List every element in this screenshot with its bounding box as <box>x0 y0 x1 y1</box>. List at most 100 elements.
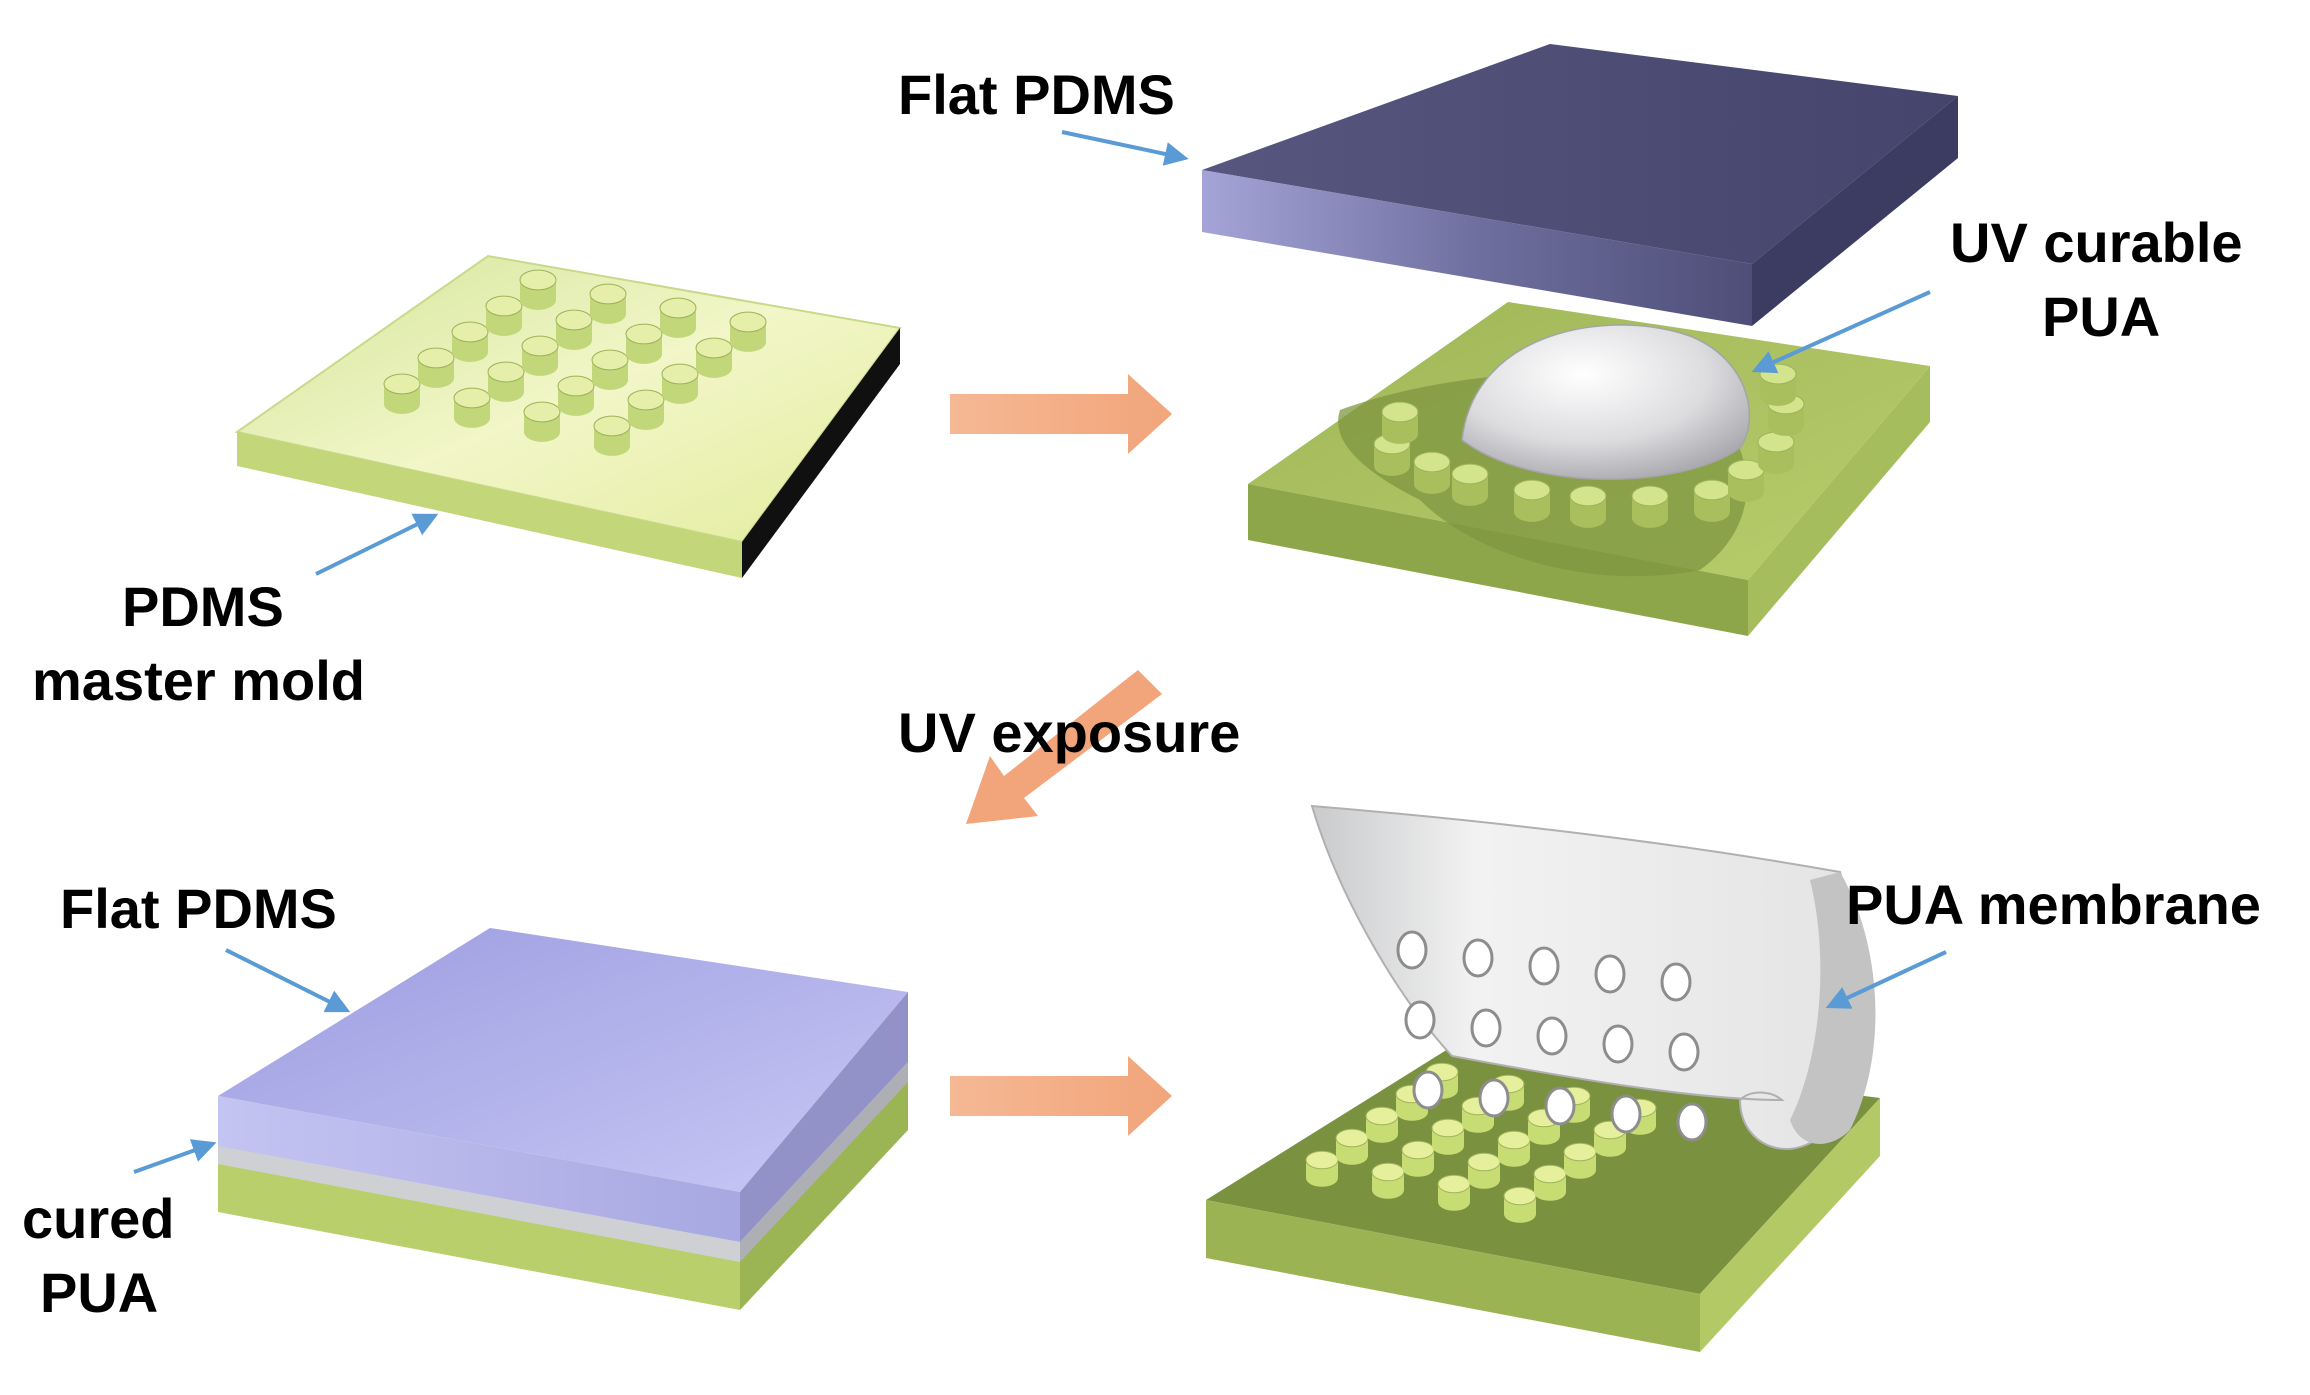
pointer-cured-pua <box>133 1139 217 1174</box>
membrane-hole <box>1478 1078 1510 1118</box>
pillar <box>589 283 627 324</box>
label-cured-1: cured <box>22 1187 175 1250</box>
pillar <box>627 389 665 430</box>
pillar <box>1381 401 1419 444</box>
stack-pua-side <box>740 1062 908 1262</box>
stack-pdms-front <box>218 1096 740 1242</box>
membrane-hole <box>1470 1008 1502 1048</box>
stack-pdms-side <box>740 992 908 1242</box>
label-pua-membrane: PUA membrane <box>1846 873 2261 936</box>
pillar <box>659 297 697 338</box>
stack-pdms-top <box>218 928 908 1192</box>
pillar <box>591 349 629 390</box>
stack-pua-front <box>218 1144 740 1262</box>
membrane-hole <box>1594 954 1626 994</box>
mold-side-face <box>742 328 900 578</box>
pillar <box>1503 1186 1537 1223</box>
pillar <box>729 311 767 352</box>
flat-pdms-top-slab <box>1202 44 1958 326</box>
pillar <box>519 269 557 310</box>
membrane-hole <box>1528 946 1560 986</box>
pillar <box>1451 463 1489 506</box>
pillar <box>593 415 631 456</box>
pillar <box>1413 451 1451 494</box>
pillar <box>1401 1140 1435 1177</box>
pillar <box>1759 363 1797 406</box>
stack-mold-side <box>740 1076 908 1310</box>
membrane-peel <box>1206 804 1880 1352</box>
membrane-hole <box>1404 1000 1436 1040</box>
process-arrow-2 <box>966 670 1162 824</box>
pillar <box>521 335 559 376</box>
pdms-top-face <box>1202 44 1958 264</box>
mold-pillar-array <box>383 269 767 456</box>
pillar <box>453 387 491 428</box>
pillar <box>557 375 595 416</box>
stack-mold-front <box>218 1158 740 1310</box>
membrane-hole <box>1462 938 1494 978</box>
membrane-hole <box>1676 1102 1708 1142</box>
label-flat-pdms-bottom: Flat PDMS <box>60 877 337 940</box>
pillar <box>1497 1130 1531 1167</box>
pillar <box>451 321 489 362</box>
pointer-master-mold <box>315 513 439 576</box>
mold2-front-face <box>1248 484 1748 636</box>
process-arrow-1 <box>950 374 1172 454</box>
membrane-hole <box>1536 1016 1568 1056</box>
label-uv-exposure: UV exposure <box>898 701 1240 764</box>
pillar <box>1631 485 1669 528</box>
pointer-flat-pdms-bottom <box>225 948 351 1013</box>
pua-membrane-sheet <box>1310 804 1856 1150</box>
label-cured-2: PUA <box>40 1261 158 1324</box>
stacked-sandwich <box>218 928 908 1310</box>
membrane-hole <box>1668 1032 1700 1072</box>
membrane-hole <box>1544 1086 1576 1126</box>
pillar <box>383 373 421 414</box>
label-pdms-master-2: master mold <box>32 649 365 712</box>
mold4-front-face <box>1206 1200 1700 1352</box>
pointer-flat-pdms-top <box>1061 130 1189 166</box>
pillar <box>1467 1152 1501 1189</box>
process-arrow-3 <box>950 1056 1172 1136</box>
pillar <box>555 309 593 350</box>
pillar <box>1437 1174 1471 1211</box>
pillar <box>487 361 525 402</box>
pillar <box>1305 1150 1339 1187</box>
pillar <box>485 295 523 336</box>
membrane-hole <box>1660 962 1692 1002</box>
pointer-uv-curable <box>1751 290 1931 374</box>
pillar <box>1513 479 1551 522</box>
pillar <box>1431 1118 1465 1155</box>
label-uv-curable-2: PUA <box>2042 285 2160 348</box>
membrane-hole <box>1412 1070 1444 1110</box>
label-uv-curable-1: UV curable <box>1950 211 2243 274</box>
pillar <box>695 337 733 378</box>
pillar <box>625 323 663 364</box>
pillar <box>1533 1164 1567 1201</box>
mold4-side-face <box>1700 1098 1880 1352</box>
pdms-master-mold <box>234 254 902 578</box>
pillar <box>523 401 561 442</box>
membrane-hole <box>1610 1094 1642 1134</box>
label-pdms-master-1: PDMS <box>122 575 284 638</box>
mold-front-face <box>237 432 742 578</box>
mold2-pillar-ring <box>1373 363 1805 528</box>
membrane-hole-array <box>1396 930 1708 1142</box>
pillar <box>1563 1142 1597 1179</box>
membrane-hole <box>1396 930 1428 970</box>
pointer-membrane <box>1825 950 1947 1009</box>
label-flat-pdms-top: Flat PDMS <box>898 63 1175 126</box>
pillar <box>1335 1128 1369 1165</box>
pillar <box>1757 431 1795 474</box>
mold-with-pua <box>1248 302 1930 636</box>
pillar <box>661 363 699 404</box>
membrane-hole <box>1602 1024 1634 1064</box>
pillar <box>1569 485 1607 528</box>
pillar <box>1365 1106 1399 1143</box>
pdms-front-face <box>1202 170 1752 326</box>
pillar <box>1693 479 1731 522</box>
pua-droplet <box>1461 324 1751 480</box>
pillar <box>1371 1162 1405 1199</box>
